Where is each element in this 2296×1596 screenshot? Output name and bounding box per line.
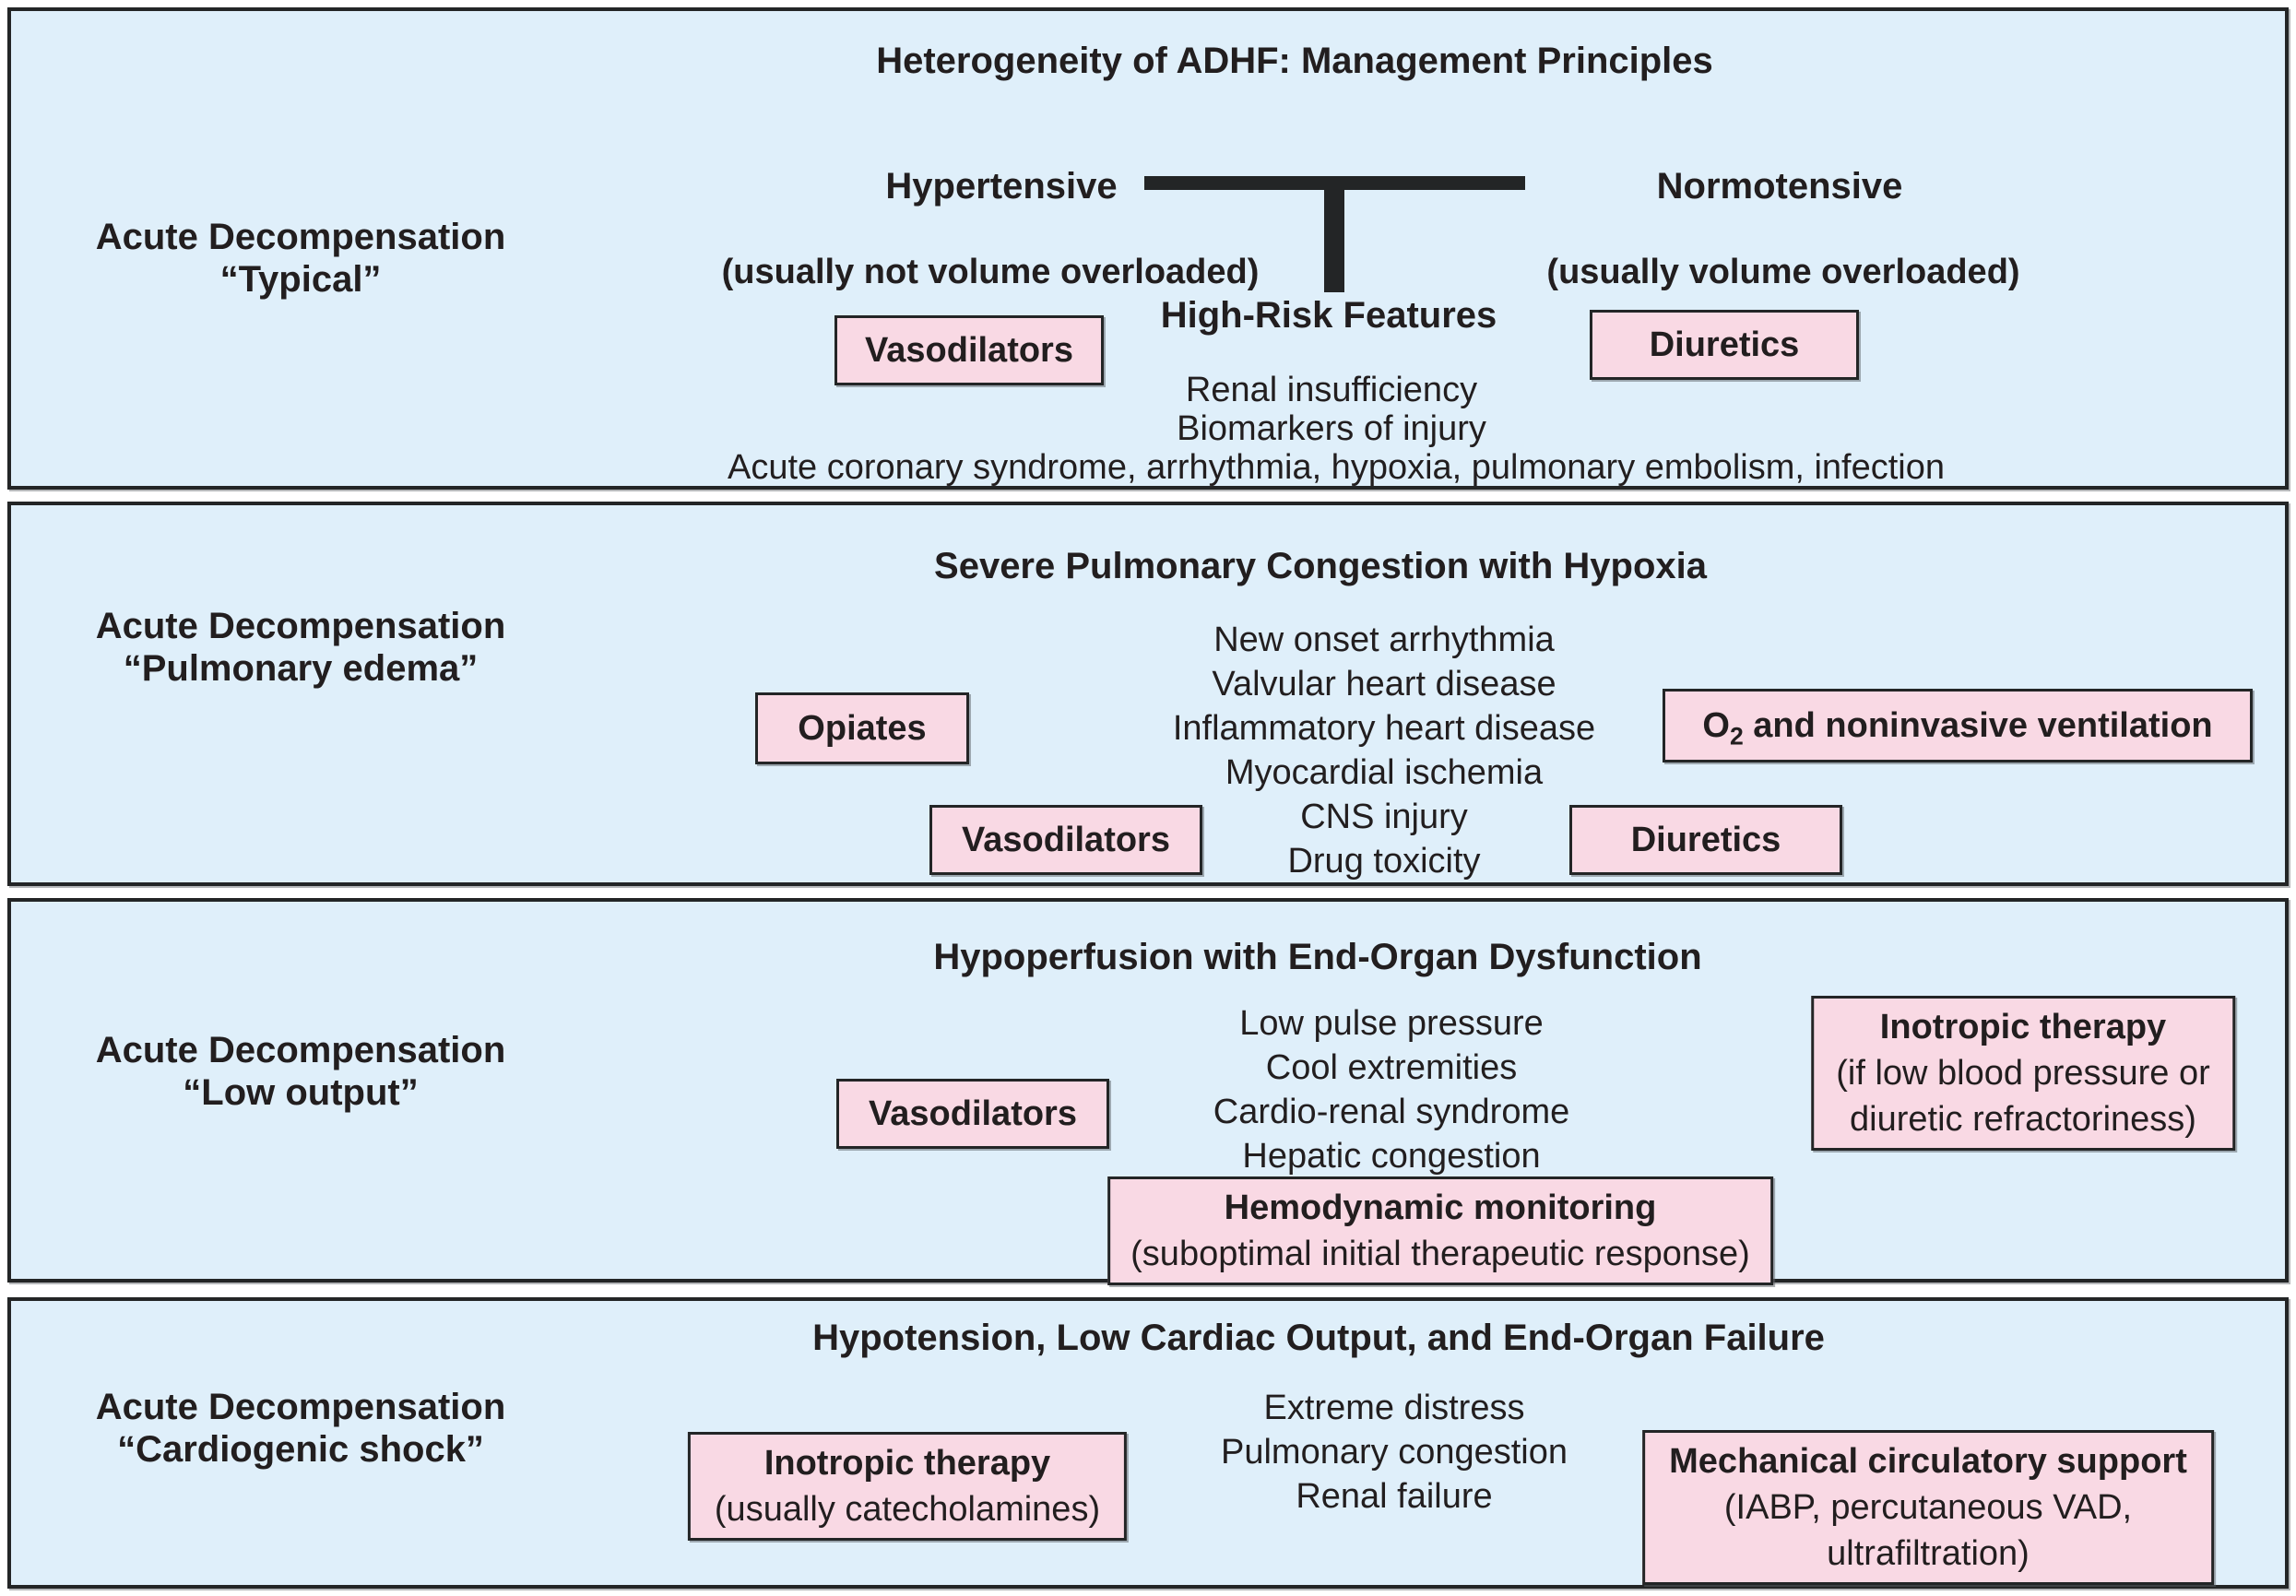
treatment-box-opiates: Opiates	[755, 692, 969, 764]
row-label-line: Acute Decompensation	[95, 606, 506, 646]
high-risk-feature: Renal insufficiency	[1185, 371, 1478, 409]
treatment-detail: ultrafiltration)	[1827, 1534, 2030, 1573]
row-label-low-output: Acute Decompensation “Low output”	[96, 1029, 506, 1114]
panel-title: Severe Pulmonary Congestion with Hypoxia	[934, 546, 1707, 586]
row-label-line: “Typical”	[219, 259, 382, 300]
treatment-detail: diuretic refractoriness)	[1850, 1100, 2196, 1139]
high-risk-feature: Biomarkers of injury	[1177, 409, 1486, 448]
treatment-box-vasodilators: Vasodilators	[836, 1079, 1109, 1149]
feature-item: Low pulse pressure	[1239, 1004, 1544, 1043]
feature-list: New onset arrhythmia Valvular heart dise…	[1173, 618, 1595, 883]
treatment-label: Diuretics	[1630, 820, 1781, 859]
feature-item: Drug toxicity	[1287, 842, 1481, 881]
subscript-2: 2	[1729, 722, 1744, 751]
treatment-label: Vasodilators	[869, 1094, 1077, 1133]
treatment-label: Inotropic therapy	[763, 1444, 1051, 1483]
treatment-box-diuretics: Diuretics	[1569, 805, 1842, 875]
row-label-typical: Acute Decompensation “Typical”	[96, 216, 506, 301]
feature-item: Extreme distress	[1263, 1389, 1525, 1427]
qualifier-normotensive: (usually volume overloaded)	[1546, 253, 2020, 291]
feature-item: Inflammatory heart disease	[1172, 709, 1596, 748]
row-label-line: “Low output”	[183, 1072, 419, 1113]
row-label-line: Acute Decompensation	[95, 217, 506, 257]
treatment-detail: (usually catecholamines)	[714, 1490, 1101, 1529]
treatment-label: Hemodynamic monitoring	[1224, 1188, 1657, 1227]
treatment-box-oxygen-ventilation: O2 and noninvasive ventilation	[1663, 689, 2253, 763]
panel-typical: Heterogeneity of ADHF: Management Princi…	[7, 7, 2289, 490]
treatment-label: Opiates	[798, 708, 927, 748]
panel-title: Hypotension, Low Cardiac Output, and End…	[812, 1318, 1825, 1358]
treatment-label: Vasodilators	[962, 820, 1170, 859]
branch-label-normotensive: Normotensive	[1656, 166, 1903, 207]
treatment-detail: (if low blood pressure or	[1836, 1054, 2210, 1093]
feature-item: Cardio-renal syndrome	[1213, 1093, 1570, 1131]
treatment-box-vasodilators: Vasodilators	[929, 805, 1202, 875]
treatment-label: O2 and noninvasive ventilation	[1702, 705, 2213, 751]
panel-low-output: Hypoperfusion with End-Organ Dysfunction…	[7, 898, 2289, 1285]
feature-item: CNS injury	[1300, 798, 1468, 836]
panel-pulmonary-edema: Severe Pulmonary Congestion with Hypoxia…	[7, 502, 2289, 886]
feature-item: Pulmonary congestion	[1221, 1433, 1568, 1472]
high-risk-heading: High-Risk Features	[1160, 295, 1497, 336]
panel-cardiogenic-shock: Hypotension, Low Cardiac Output, and End…	[7, 1297, 2289, 1589]
feature-list: Extreme distress Pulmonary congestion Re…	[1221, 1386, 1568, 1519]
panel-title: Hypoperfusion with End-Organ Dysfunction	[933, 937, 1702, 977]
branch-connector-horizontal	[1144, 176, 1525, 190]
feature-item: Myocardial ischemia	[1225, 753, 1544, 792]
row-label-line: “Cardiogenic shock”	[117, 1429, 484, 1470]
feature-item: Hepatic congestion	[1242, 1137, 1541, 1176]
treatment-label: Vasodilators	[865, 330, 1073, 370]
treatment-box-inotropic-therapy: Inotropic therapy (usually catecholamine…	[687, 1432, 1128, 1541]
treatment-box-mechanical-circulatory-support: Mechanical circulatory support (IABP, pe…	[1642, 1430, 2214, 1585]
treatment-box-inotropic-therapy: Inotropic therapy (if low blood pressure…	[1811, 996, 2235, 1151]
feature-item: Valvular heart disease	[1212, 665, 1556, 703]
branch-connector-vertical	[1324, 189, 1344, 292]
row-label-line: Acute Decompensation	[95, 1030, 506, 1070]
panel-title: Heterogeneity of ADHF: Management Princi…	[876, 41, 1713, 81]
treatment-box-hemodynamic-monitoring: Hemodynamic monitoring (suboptimal initi…	[1107, 1176, 1773, 1285]
treatment-label: Inotropic therapy	[1879, 1008, 2167, 1046]
branch-label-hypertensive: Hypertensive	[885, 166, 1118, 207]
row-label-cardiogenic-shock: Acute Decompensation “Cardiogenic shock”	[96, 1386, 506, 1471]
treatment-box-vasodilators: Vasodilators	[834, 315, 1104, 385]
high-risk-feature: Acute coronary syndrome, arrhythmia, hyp…	[727, 448, 1946, 487]
row-label-pulmonary-edema: Acute Decompensation “Pulmonary edema”	[96, 605, 506, 690]
treatment-box-diuretics: Diuretics	[1590, 310, 1859, 380]
feature-item: New onset arrhythmia	[1213, 621, 1555, 659]
qualifier-hypertensive: (usually not volume overloaded)	[721, 253, 1260, 291]
feature-item: Renal failure	[1296, 1477, 1493, 1516]
row-label-line: “Pulmonary edema”	[123, 648, 479, 689]
feature-list: Low pulse pressure Cool extremities Card…	[1213, 1001, 1570, 1178]
treatment-label: Mechanical circulatory support	[1669, 1442, 2187, 1481]
treatment-detail: (suboptimal initial therapeutic response…	[1130, 1235, 1750, 1273]
row-label-line: Acute Decompensation	[95, 1387, 506, 1427]
treatment-label: Diuretics	[1649, 325, 1800, 364]
treatment-detail: (IABP, percutaneous VAD,	[1723, 1488, 2133, 1527]
feature-item: Cool extremities	[1265, 1048, 1518, 1087]
